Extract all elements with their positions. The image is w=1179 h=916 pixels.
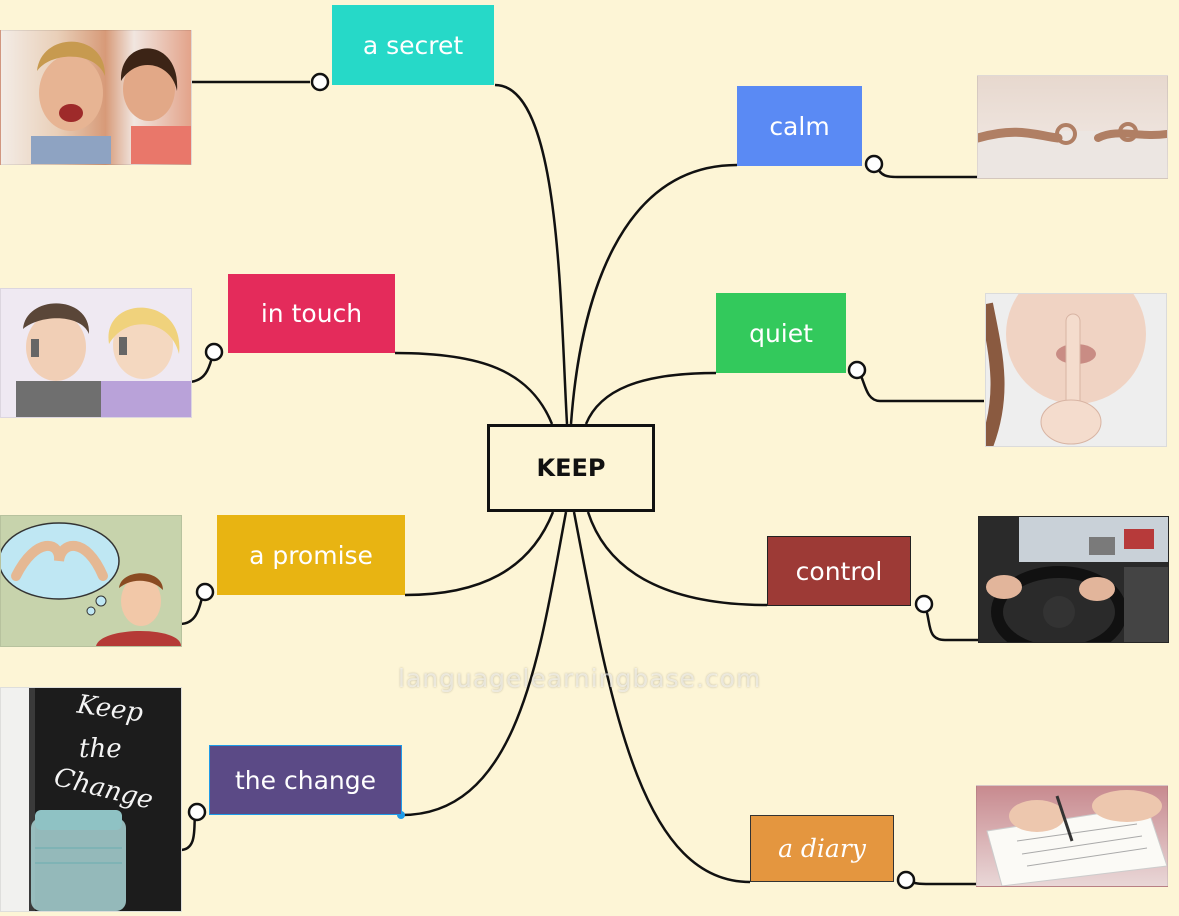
label-control: control	[767, 536, 911, 606]
branch-diary	[572, 511, 751, 884]
node-control	[914, 594, 934, 614]
branch-calm	[569, 163, 738, 425]
label-quiet: quiet	[716, 293, 846, 373]
label-calm: calm	[737, 86, 862, 166]
label-a-secret: a secret	[332, 5, 494, 85]
sign-text-the: the	[79, 734, 122, 764]
node-diary	[896, 870, 916, 890]
node-change	[187, 802, 207, 822]
connector-quiet	[856, 369, 984, 403]
label-a-promise: a promise	[217, 515, 405, 595]
branch-control	[586, 511, 768, 607]
picture-control	[978, 516, 1169, 643]
picture-promise	[0, 515, 182, 647]
label-in-touch: in touch	[228, 274, 395, 353]
node-quiet	[847, 360, 867, 380]
branch-quiet	[584, 371, 717, 425]
picture-quiet	[985, 293, 1167, 447]
watermark-text: languagelearningbase.com	[398, 664, 762, 693]
picture-in-touch	[0, 288, 192, 418]
picture-diary	[976, 785, 1168, 887]
branch-change	[401, 511, 568, 817]
branch-promise	[404, 511, 555, 597]
node-promise	[195, 582, 215, 602]
node-touch	[204, 342, 224, 362]
node-secret	[310, 72, 330, 92]
label-the-change: the change	[209, 745, 402, 815]
picture-calm	[977, 75, 1168, 179]
branch-secret	[494, 83, 569, 425]
label-a-diary: a diary	[750, 815, 894, 882]
branch-touch	[394, 351, 554, 425]
picture-the-change: Keep the Change	[0, 687, 182, 912]
center-node-keep: KEEP	[487, 424, 655, 512]
node-calm	[864, 154, 884, 174]
picture-secret	[0, 30, 192, 165]
